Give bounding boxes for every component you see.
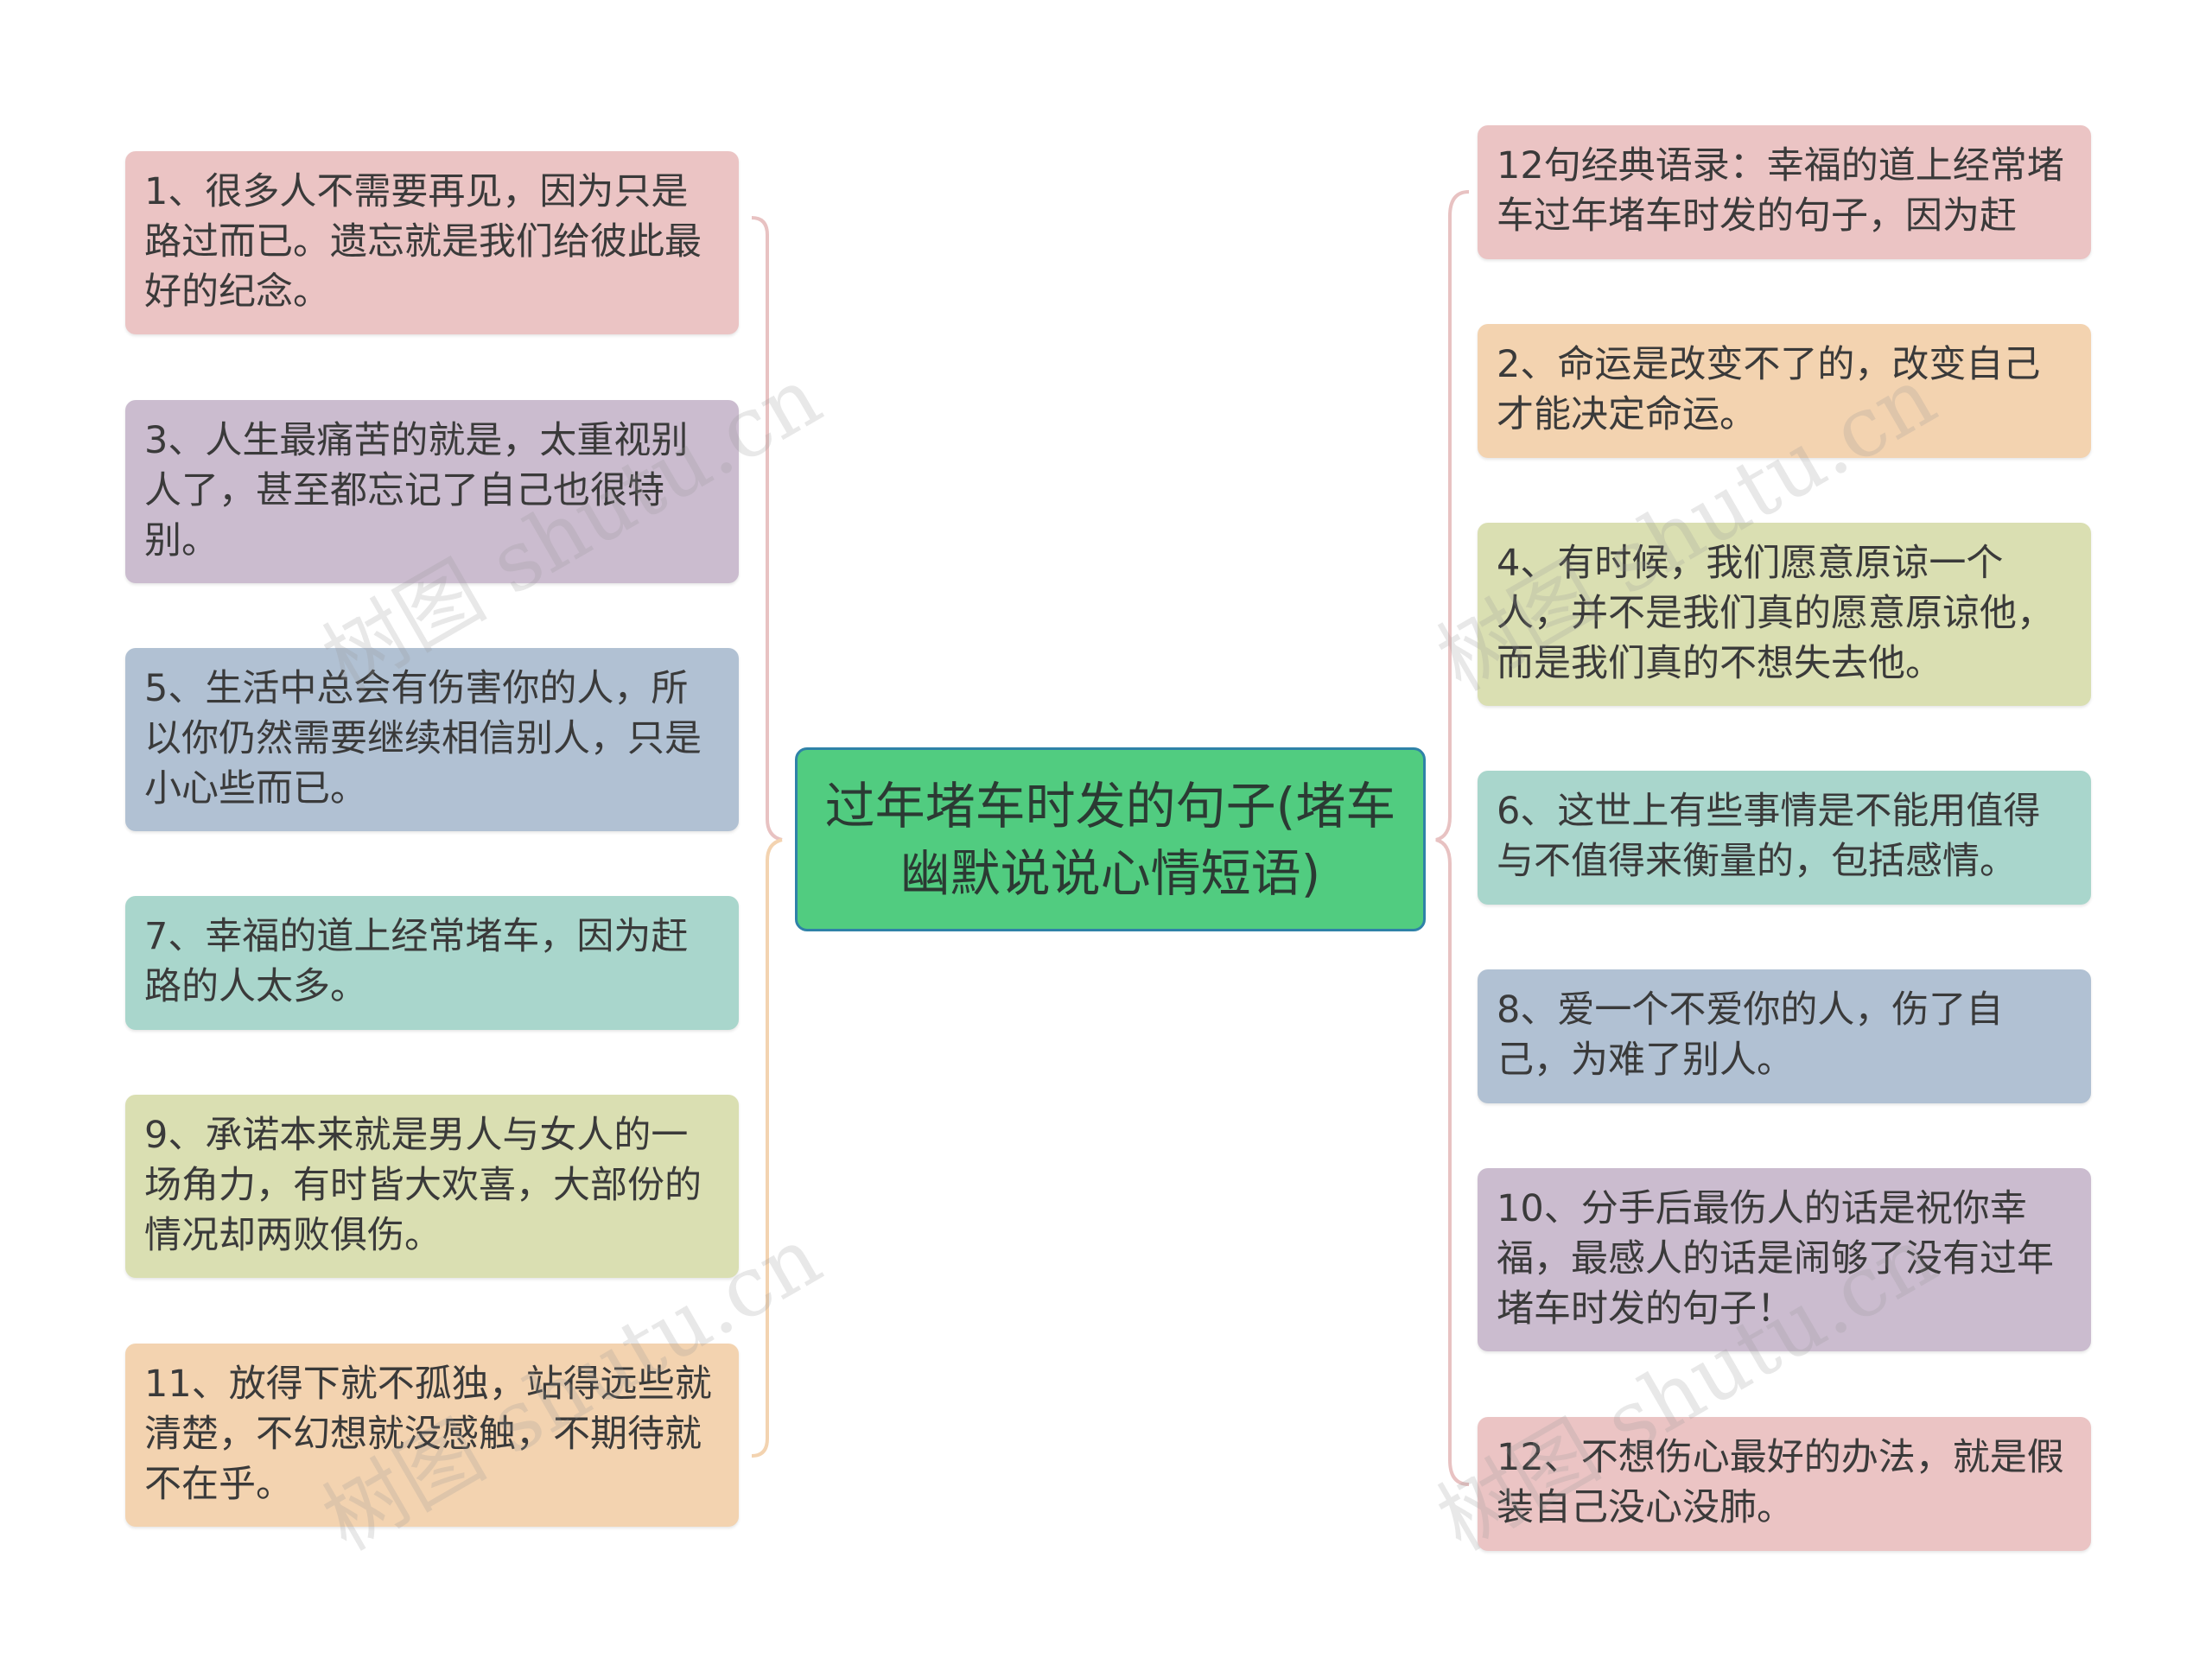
node-text: 5、生活中总会有伤害你的人，所以你仍然需要继续相信别人，只是小心些而已。 [144,667,702,810]
node-text: 12句经典语录：幸福的道上经常堵车过年堵车时发的句子，因为赶 [1497,144,2064,238]
right-branch-node-2[interactable]: 2、命运是改变不了的，改变自己才能决定命运。 [1478,324,2091,458]
node-text: 6、这世上有些事情是不能用值得与不值得来衡量的，包括感情。 [1497,790,2041,883]
right-branch-node-6[interactable]: 6、这世上有些事情是不能用值得与不值得来衡量的，包括感情。 [1478,771,2091,905]
right-branch-node-10[interactable]: 10、分手后最伤人的话是祝你幸福，最感人的话是闹够了没有过年堵车时发的句子！ [1478,1168,2091,1351]
left-branch-node-9[interactable]: 9、承诺本来就是男人与女人的一场角力，有时皆大欢喜，大部份的情况却两败俱伤。 [125,1095,739,1278]
node-text: 4、有时候，我们愿意原谅一个人，并不是我们真的愿意原谅他，而是我们真的不想失去他… [1497,542,2054,685]
left-bracket-lower-line [751,838,783,1458]
left-bracket-upper-line [751,216,783,842]
left-branch-node-3[interactable]: 3、人生最痛苦的就是，太重视别人了，甚至都忘记了自己也很特别。 [125,400,739,583]
node-text: 1、很多人不需要再见，因为只是路过而已。遗忘就是我们给彼此最好的纪念。 [144,170,702,314]
left-branch-node-1[interactable]: 1、很多人不需要再见，因为只是路过而已。遗忘就是我们给彼此最好的纪念。 [125,151,739,334]
left-branch-node-5[interactable]: 5、生活中总会有伤害你的人，所以你仍然需要继续相信别人，只是小心些而已。 [125,648,739,831]
left-branch-node-11[interactable]: 11、放得下就不孤独，站得远些就清楚，不幻想就没感触，不期待就不在乎。 [125,1344,739,1527]
node-text: 7、幸福的道上经常堵车，因为赶路的人太多。 [144,915,689,1008]
right-branch-node-4[interactable]: 4、有时候，我们愿意原谅一个人，并不是我们真的愿意原谅他，而是我们真的不想失去他… [1478,523,2091,706]
node-text: 2、命运是改变不了的，改变自己才能决定命运。 [1497,343,2041,436]
node-text: 3、人生最痛苦的就是，太重视别人了，甚至都忘记了自己也很特别。 [144,419,689,562]
node-text: 12、不想伤心最好的办法，就是假装自己没心没肺。 [1497,1436,2064,1529]
node-text: 10、分手后最伤人的话是祝你幸福，最感人的话是闹够了没有过年堵车时发的句子！ [1497,1187,2054,1331]
node-text: 9、承诺本来就是男人与女人的一场角力，有时皆大欢喜，大部份的情况却两败俱伤。 [144,1114,702,1257]
right-branch-node-summary[interactable]: 12句经典语录：幸福的道上经常堵车过年堵车时发的句子，因为赶 [1478,125,2091,259]
right-bracket-line [1435,190,1470,1486]
right-branch-node-12[interactable]: 12、不想伤心最好的办法，就是假装自己没心没肺。 [1478,1417,2091,1551]
node-text: 8、爱一个不爱你的人，伤了自己，为难了别人。 [1497,988,2004,1082]
central-topic-label: 过年堵车时发的句子(堵车幽默说说心情短语) [824,776,1396,903]
node-text: 11、放得下就不孤独，站得远些就清楚，不幻想就没感触，不期待就不在乎。 [144,1363,712,1506]
central-topic[interactable]: 过年堵车时发的句子(堵车幽默说说心情短语) [795,747,1426,931]
right-branch-node-8[interactable]: 8、爱一个不爱你的人，伤了自己，为难了别人。 [1478,969,2091,1103]
left-branch-node-7[interactable]: 7、幸福的道上经常堵车，因为赶路的人太多。 [125,896,739,1030]
